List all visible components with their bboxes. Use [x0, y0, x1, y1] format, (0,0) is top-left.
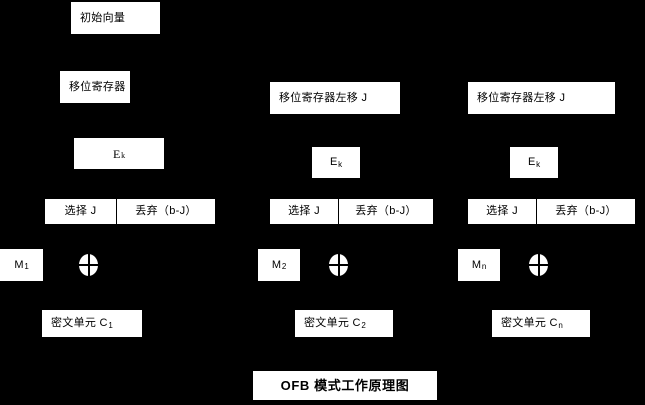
select-label-2: 选择 J: [288, 205, 320, 217]
initial-vector-box: 初始向量: [71, 2, 160, 34]
cipher-subscript-n: n: [558, 320, 564, 330]
discard-box-2: 丢弃（b-J）: [339, 199, 433, 224]
select-box-2: 选择 J: [270, 199, 338, 224]
shift-register-box-1: 移位寄存器: [60, 71, 130, 103]
message-label-2: M: [271, 258, 282, 271]
message-subscript-2: 2: [281, 262, 287, 271]
message-label-n: M: [471, 258, 482, 271]
cipher-label-2: 密文单元 C: [304, 317, 361, 329]
discard-label-1: 丢弃（b-J）: [135, 205, 197, 217]
encrypt-subscript-1: k: [121, 150, 126, 160]
diagram-title-box: OFB 模式工作原理图: [253, 371, 437, 400]
discard-label-n: 丢弃（b-J）: [555, 205, 617, 217]
message-subscript-n: n: [481, 262, 487, 271]
encrypt-label-2: E: [330, 156, 338, 168]
select-label-n: 选择 J: [486, 205, 518, 217]
select-label-1: 选择 J: [64, 205, 97, 217]
select-box-1: 选择 J: [45, 199, 116, 224]
xor-operator-icon-n: [529, 254, 548, 276]
select-box-n: 选择 J: [468, 199, 536, 224]
discard-label-2: 丢弃（b-J）: [355, 205, 417, 217]
cipher-subscript-1: 1: [108, 320, 114, 330]
encrypt-subscript-2: k: [338, 159, 343, 169]
discard-box-1: 丢弃（b-J）: [117, 199, 215, 224]
cipher-label-1: 密文单元 C: [51, 317, 108, 329]
initial-vector-label: 初始向量: [80, 11, 126, 24]
discard-box-n: 丢弃（b-J）: [537, 199, 635, 224]
shift-register-box-2: 移位寄存器左移 J: [270, 82, 400, 114]
cipher-label-n: 密文单元 C: [501, 317, 558, 329]
xor-operator-icon-1: [79, 254, 98, 276]
message-subscript-1: 1: [24, 262, 30, 271]
encrypt-label-n: E: [528, 156, 536, 168]
shift-register-box-n: 移位寄存器左移 J: [468, 82, 615, 114]
page-title: OFB 模式工作原理图: [280, 378, 410, 393]
xor-operator-icon-2: [329, 254, 348, 276]
encrypt-label-1: E: [113, 146, 121, 161]
cipher-subscript-2: 2: [361, 320, 367, 330]
shift-register-label-1: 移位寄存器: [69, 80, 126, 93]
shift-register-label-n: 移位寄存器左移 J: [477, 91, 566, 104]
message-label-1: M: [14, 258, 24, 271]
shift-register-label-2: 移位寄存器左移 J: [279, 91, 368, 104]
encrypt-subscript-n: k: [536, 159, 541, 169]
